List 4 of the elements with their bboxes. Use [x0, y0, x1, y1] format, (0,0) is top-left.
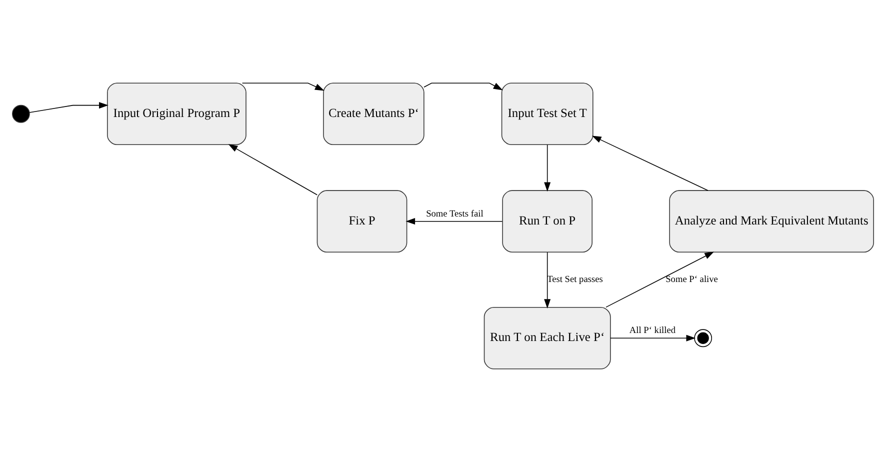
edge-label: Some P‘ alive — [666, 275, 718, 286]
edge-label: Some Tests fail — [426, 209, 484, 220]
edge-label: Test Set passes — [547, 275, 603, 286]
edge-label: All P‘ killed — [629, 326, 676, 336]
